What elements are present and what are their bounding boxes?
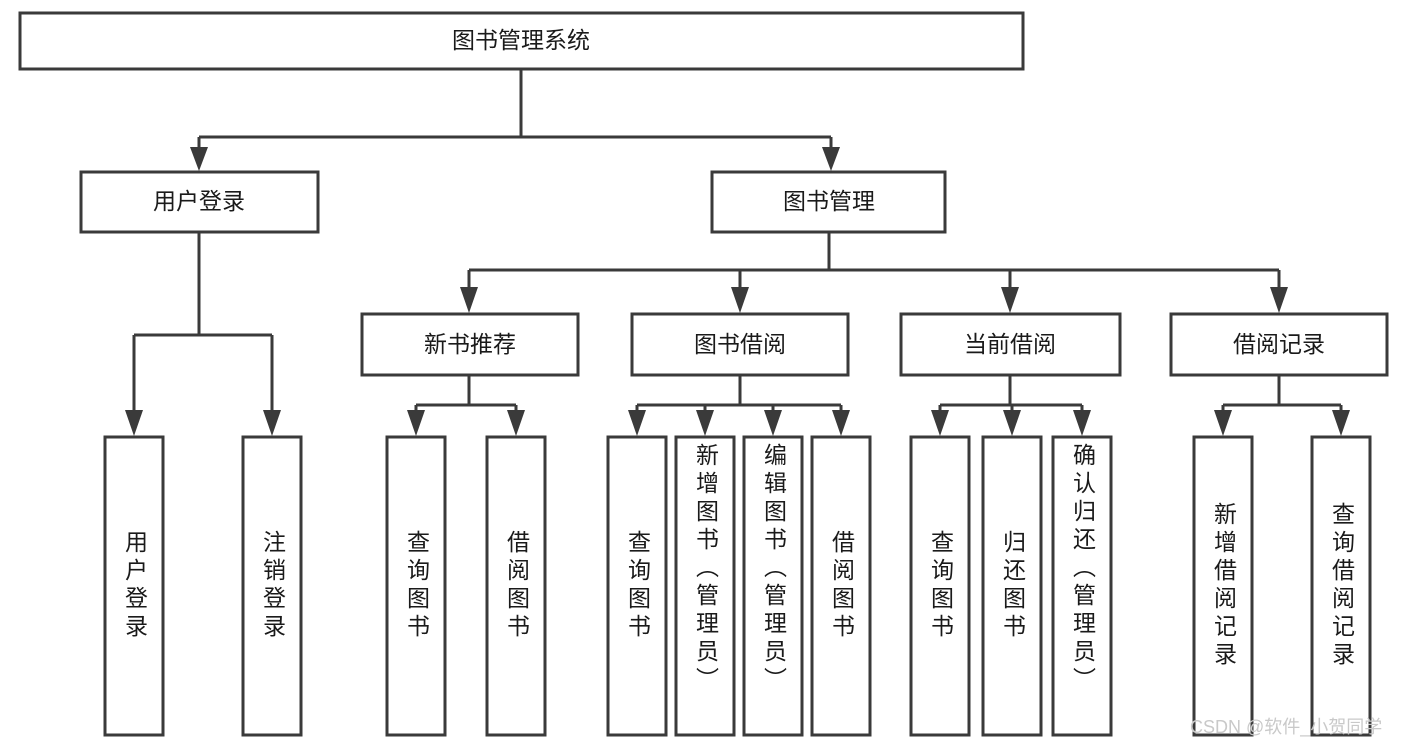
leaf-confirm-return-box[interactable]: [1051, 435, 1113, 737]
arrow-head-leaf-borrow-book-rec: [507, 410, 525, 436]
leaf-edit-book-label: 编辑图书（管理员）: [760, 443, 787, 695]
leaf-add-book-label-wrap: 新增图书（管理员）: [676, 437, 734, 735]
leaf-query-book-cur-box[interactable]: [909, 435, 971, 737]
leaf-node-confirm-return[interactable]: 确认归还（管理员）: [1051, 435, 1113, 737]
leaf-edit-book-box[interactable]: [742, 435, 804, 737]
node-new-book-rec[interactable]: 新书推荐: [360, 312, 580, 377]
arrow-head-leaf-logout: [263, 410, 281, 436]
arrow-head-borrow-record: [1270, 287, 1288, 313]
leaf-node-query-book-borrow[interactable]: 查询图书: [606, 435, 668, 737]
leaf-node-borrow-book[interactable]: 借阅图书: [810, 435, 872, 737]
arrow-head-book-borrow: [731, 287, 749, 313]
leaf-return-book-label: 归还图书: [999, 530, 1026, 642]
leaf-borrow-book-rec-box[interactable]: [485, 435, 547, 737]
leaf-add-book-label: 新增图书（管理员）: [692, 443, 719, 695]
leaf-borrow-book-box[interactable]: [810, 435, 872, 737]
leaf-query-book-cur-label: 查询图书: [927, 530, 954, 642]
leaf-add-record-label-wrap: 新增借阅记录: [1194, 437, 1252, 735]
leaf-node-query-book-rec[interactable]: 查询图书: [385, 435, 447, 737]
leaf-add-book-box[interactable]: [674, 435, 736, 737]
arrow-head-leaf-add-book: [696, 410, 714, 436]
node-borrow-record[interactable]: 借阅记录: [1169, 312, 1389, 377]
node-user-login-label: 用户登录: [153, 188, 245, 214]
node-root-label: 图书管理系统: [452, 27, 590, 53]
leaf-query-book-rec-label-wrap: 查询图书: [387, 437, 445, 735]
leaf-node-add-book[interactable]: 新增图书（管理员）: [674, 435, 736, 737]
leaf-borrow-book-rec-label-wrap: 借阅图书: [487, 437, 545, 735]
leaf-query-record-label: 查询借阅记录: [1328, 502, 1355, 670]
node-user-login-box[interactable]: [79, 170, 320, 234]
arrow-head-book-manage: [822, 147, 840, 171]
leaf-node-edit-book[interactable]: 编辑图书（管理员）: [742, 435, 804, 737]
node-borrow-record-label: 借阅记录: [1233, 331, 1325, 357]
arrow-head-leaf-query-book-rec: [407, 410, 425, 436]
node-book-manage[interactable]: 图书管理: [710, 170, 947, 234]
leaf-node-add-record[interactable]: 新增借阅记录: [1192, 435, 1254, 737]
leaf-node-user-login[interactable]: 用户登录: [103, 435, 165, 737]
node-root-box[interactable]: [18, 11, 1025, 71]
leaf-add-record-box[interactable]: [1192, 435, 1254, 737]
leaf-query-book-borrow-label-wrap: 查询图书: [608, 437, 666, 735]
node-new-book-rec-label: 新书推荐: [424, 331, 516, 357]
leaf-node-return-book[interactable]: 归还图书: [981, 435, 1043, 737]
leaf-logout-label: 注销登录: [259, 530, 286, 642]
arrow-head-current-borrow: [1001, 287, 1019, 313]
leaf-query-book-cur-label-wrap: 查询图书: [911, 437, 969, 735]
leaf-edit-book-label-wrap: 编辑图书（管理员）: [744, 437, 802, 735]
node-new-book-rec-box[interactable]: [360, 312, 580, 377]
leaf-query-book-borrow-box[interactable]: [606, 435, 668, 737]
leaf-return-book-label-wrap: 归还图书: [983, 437, 1041, 735]
node-current-borrow-box[interactable]: [899, 312, 1122, 377]
leaf-user-login-box[interactable]: [103, 435, 165, 737]
connector-layer: [125, 69, 1350, 436]
arrow-head-leaf-add-record: [1214, 410, 1232, 436]
arrow-head-leaf-query-record: [1332, 410, 1350, 436]
node-book-borrow-box[interactable]: [630, 312, 850, 377]
leaf-add-record-label: 新增借阅记录: [1210, 502, 1237, 670]
arrow-head-leaf-user-login: [125, 410, 143, 436]
leaf-node-query-book-cur[interactable]: 查询图书: [909, 435, 971, 737]
node-current-borrow-label: 当前借阅: [964, 331, 1056, 357]
arrow-head-new-book-rec: [460, 287, 478, 313]
leaf-query-record-box[interactable]: [1310, 435, 1372, 737]
leaf-node-logout[interactable]: 注销登录: [241, 435, 303, 737]
leaf-user-login-label: 用户登录: [121, 530, 148, 642]
csdn-watermark: CSDN @软件_小贺同学: [1190, 717, 1382, 738]
leaf-node-borrow-book-rec[interactable]: 借阅图书: [485, 435, 547, 737]
node-root[interactable]: 图书管理系统: [18, 11, 1025, 71]
arrow-head-leaf-edit-book: [764, 410, 782, 436]
node-user-login[interactable]: 用户登录: [79, 170, 320, 234]
leaf-borrow-book-label-wrap: 借阅图书: [812, 437, 870, 735]
leaf-borrow-book-rec-label: 借阅图书: [503, 530, 530, 642]
leaf-node-query-record[interactable]: 查询借阅记录: [1310, 435, 1372, 737]
node-borrow-record-box[interactable]: [1169, 312, 1389, 377]
node-current-borrow[interactable]: 当前借阅: [899, 312, 1122, 377]
arrow-head-leaf-borrow-book: [832, 410, 850, 436]
arrow-head-leaf-query-book-borrow: [628, 410, 646, 436]
arrow-head-leaf-confirm-return: [1073, 410, 1091, 436]
leaf-query-book-rec-label: 查询图书: [403, 530, 430, 642]
node-book-manage-label: 图书管理: [783, 188, 875, 214]
arrow-head-leaf-return-book: [1003, 410, 1021, 436]
leaf-confirm-return-label-wrap: 确认归还（管理员）: [1053, 437, 1111, 735]
leaf-query-book-rec-box[interactable]: [385, 435, 447, 737]
node-book-borrow-label: 图书借阅: [694, 331, 786, 357]
node-book-borrow[interactable]: 图书借阅: [630, 312, 850, 377]
leaf-borrow-book-label: 借阅图书: [828, 530, 855, 642]
leaf-logout-box[interactable]: [241, 435, 303, 737]
arrow-head-user-login: [190, 147, 208, 171]
node-book-manage-box[interactable]: [710, 170, 947, 234]
leaf-query-record-label-wrap: 查询借阅记录: [1312, 437, 1370, 735]
leaf-query-book-borrow-label: 查询图书: [624, 530, 651, 642]
leaf-confirm-return-label: 确认归还（管理员）: [1069, 443, 1096, 695]
leaf-return-book-box[interactable]: [981, 435, 1043, 737]
leaf-logout-label-wrap: 注销登录: [243, 437, 301, 735]
arrow-head-leaf-query-book-cur: [931, 410, 949, 436]
leaf-user-login-label-wrap: 用户登录: [105, 437, 163, 735]
